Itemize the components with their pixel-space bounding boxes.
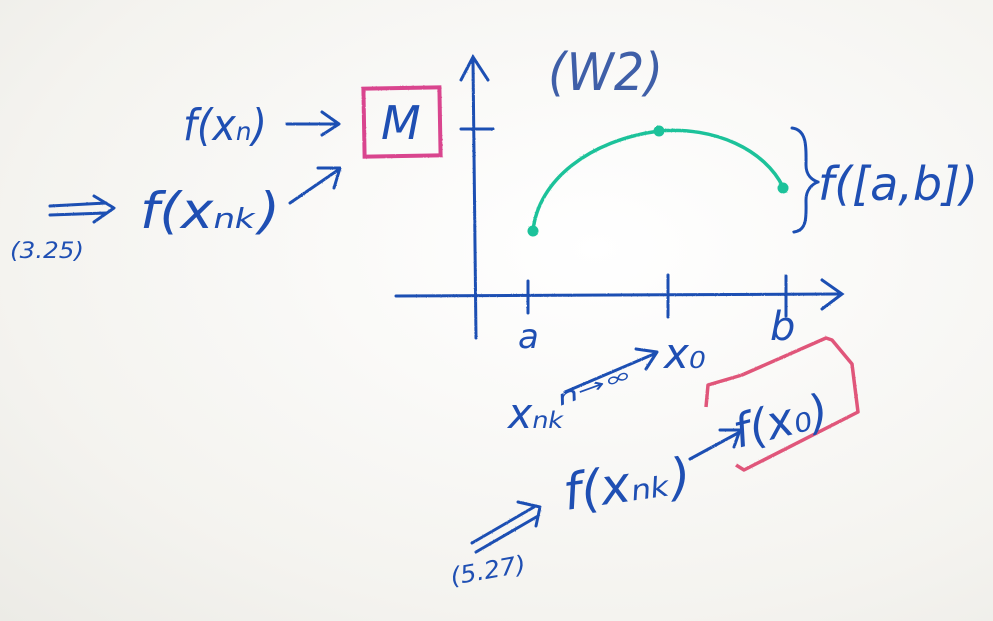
label-f-xn: f(xₙ) <box>183 100 267 151</box>
arrows <box>48 110 742 554</box>
arrow-fxnk-to-fx0 <box>688 428 742 461</box>
label-f-xnk-bottom: f(xₙₖ) <box>560 447 695 522</box>
x-axis-arrowhead <box>820 278 845 311</box>
implies-arrow-top <box>48 194 116 224</box>
range-brace <box>790 126 823 234</box>
tick-label-a: a <box>518 317 539 357</box>
coordinate-axes <box>394 54 845 340</box>
curve-point-max <box>653 125 665 137</box>
fx0-box <box>704 336 860 472</box>
label-f-xnk-top: f(xₙₖ) <box>140 182 280 240</box>
arrow-fxnk-to-M <box>288 166 342 205</box>
label-max-symbol: M <box>381 96 421 150</box>
implies-arrow-bottom <box>470 500 542 554</box>
label-limit-sub: n→∞ <box>554 361 636 410</box>
x-axis <box>394 292 840 298</box>
label-limit-seq: xₙₖ <box>506 389 566 438</box>
limit-arrow <box>563 347 659 394</box>
label-f-x0: f(x₀) <box>728 383 834 459</box>
y-axis <box>471 58 478 340</box>
y-axis-arrowhead <box>459 54 490 82</box>
function-curve <box>527 125 789 237</box>
board-label: (W2) <box>548 43 663 103</box>
label-range: f([a,b]) <box>818 157 978 211</box>
eq-ref-top: (3.25) <box>10 239 84 264</box>
tick-label-x0: x₀ <box>662 329 706 378</box>
curve-f <box>531 128 785 233</box>
curve-point-b <box>777 182 789 194</box>
max-box <box>361 85 443 159</box>
eq-ref-bottom: (5.27) <box>448 550 528 591</box>
tick-label-b: b <box>770 304 795 350</box>
curve-point-a <box>527 225 539 237</box>
arrow-fxn-to-M <box>285 110 341 137</box>
